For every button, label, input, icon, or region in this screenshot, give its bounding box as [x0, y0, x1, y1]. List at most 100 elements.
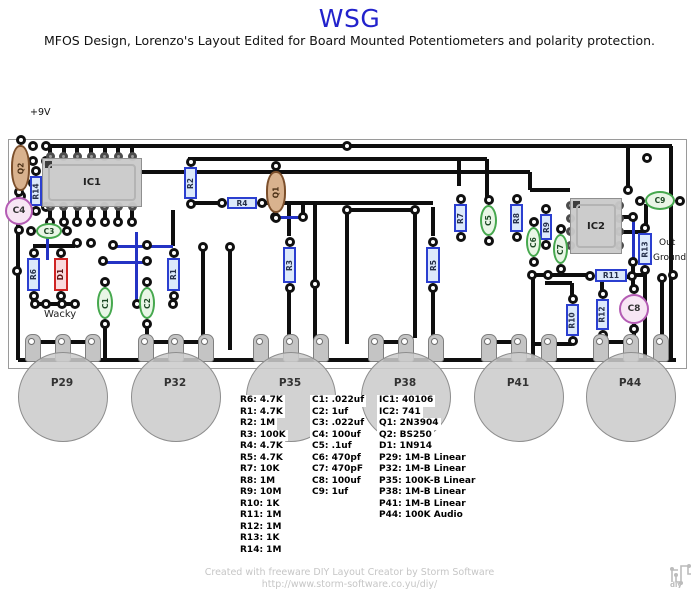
solder-pad [41, 299, 51, 309]
solder-pad [455, 194, 466, 204]
solder-pad [642, 153, 652, 163]
pot-lug-hole [316, 338, 323, 345]
jumper-wire [631, 219, 635, 262]
capacitor-c5: C5 [480, 205, 497, 236]
copper-trace [287, 203, 291, 236]
pot-lug-hole [596, 338, 603, 345]
legend-item-resistor: R6: 4.7K [238, 395, 285, 407]
legend-item-resistor: R8: 1M [238, 475, 278, 487]
solder-pad [668, 270, 678, 280]
pot-lug-hole [88, 338, 95, 345]
solder-pad [585, 270, 595, 281]
solder-pad [528, 217, 539, 227]
resistor-r5: R5 [426, 247, 440, 283]
copper-trace [431, 207, 435, 236]
capacitor-c1: C1 [97, 287, 113, 319]
solder-pad [108, 240, 118, 250]
copper-trace [18, 358, 676, 362]
solder-pad [185, 157, 196, 167]
resistor-r12: R12 [596, 299, 609, 330]
legend-item-resistor: R2: 1M [238, 418, 278, 430]
solder-pad [100, 319, 110, 329]
solder-pad [640, 223, 650, 233]
legend-item-resistor: R14: 1M [238, 544, 284, 556]
copper-trace [660, 280, 664, 358]
component-label: C1 [100, 297, 110, 309]
pot-lug-hole [201, 338, 208, 345]
solder-pad [26, 226, 36, 236]
ic-pin [113, 152, 123, 161]
legend-item-semiconductor: D1: 1N914 [377, 441, 435, 453]
solder-pad [72, 217, 83, 227]
electrolytic-capacitor-c8: C8 [619, 294, 649, 324]
solder-pad [527, 270, 537, 280]
copper-trace [102, 146, 107, 155]
capacitor-c2: C2 [139, 287, 155, 319]
solder-pad [628, 212, 638, 222]
component-label: C5 [483, 215, 493, 226]
legend-item-resistor: R13: 1K [238, 533, 282, 545]
legend-item-resistor: R1: 4.7K [238, 406, 285, 418]
solder-pad [310, 279, 320, 289]
solder-pad [142, 256, 152, 266]
pot-lug-hole [58, 338, 65, 345]
ic-pin [100, 152, 110, 161]
resistor-r4: R4 [227, 197, 257, 209]
solder-pad [185, 199, 196, 209]
jumper-wire [134, 232, 138, 304]
copper-trace [313, 203, 317, 344]
legend-item-resistor: R4: 4.7K [238, 441, 285, 453]
legend-item-semiconductor: P35: 100K-B Linear [377, 475, 478, 487]
legend-item-semiconductor: IC2: 741 [377, 406, 423, 418]
footer-url: http://www.storm-software.co.yu/diy/ [261, 579, 438, 590]
resistor-r2: R2 [184, 167, 197, 199]
component-label: C2 [142, 297, 152, 309]
copper-trace [345, 210, 349, 344]
component-label: C6 [528, 236, 538, 248]
wacky-label: Wacky [44, 309, 77, 320]
solder-pad [99, 217, 110, 227]
solder-pad [100, 277, 110, 287]
diode-d1: D1 [54, 258, 68, 291]
component-label: C7 [555, 243, 565, 255]
solder-pad [72, 238, 82, 248]
solder-pad [217, 198, 227, 208]
solder-pad [70, 299, 80, 309]
copper-trace [190, 201, 221, 205]
pot-lug-hole [656, 338, 663, 345]
component-label: R11 [602, 271, 620, 280]
legend-item-capacitor: C2: 1uf [310, 406, 351, 418]
component-label: R7 [456, 212, 465, 224]
resistor-r9: R9 [540, 214, 552, 240]
legend-item-resistor: R11: 1M [238, 510, 284, 522]
legend-item-capacitor: C9: 1uf [310, 487, 351, 499]
copper-trace [130, 146, 134, 155]
solder-pad [511, 232, 522, 242]
solder-pad [41, 141, 51, 151]
potentiometer-p41 [474, 352, 564, 442]
copper-trace [188, 157, 487, 161]
copper-trace [140, 170, 530, 174]
solder-pad [567, 336, 578, 346]
pot-lug-hole [286, 338, 293, 345]
jumper-wire [45, 233, 49, 260]
pot-lug-hole [544, 338, 551, 345]
copper-trace [622, 215, 633, 219]
diy-logo-icon: diy [668, 560, 694, 589]
solder-pad [168, 291, 179, 301]
solder-pad [62, 226, 72, 236]
component-label: IC1 [82, 177, 102, 188]
component-label: Q2 [15, 162, 25, 174]
solder-pad [225, 242, 235, 252]
solder-pad [629, 284, 639, 294]
solder-pad [14, 187, 24, 197]
legend-item-semiconductor: IC1: 40106 [377, 395, 436, 407]
solder-pad [142, 319, 152, 329]
solder-pad [543, 270, 553, 280]
resistor-r10: R10 [566, 304, 579, 336]
copper-trace [413, 210, 417, 338]
solder-pad [142, 277, 152, 287]
